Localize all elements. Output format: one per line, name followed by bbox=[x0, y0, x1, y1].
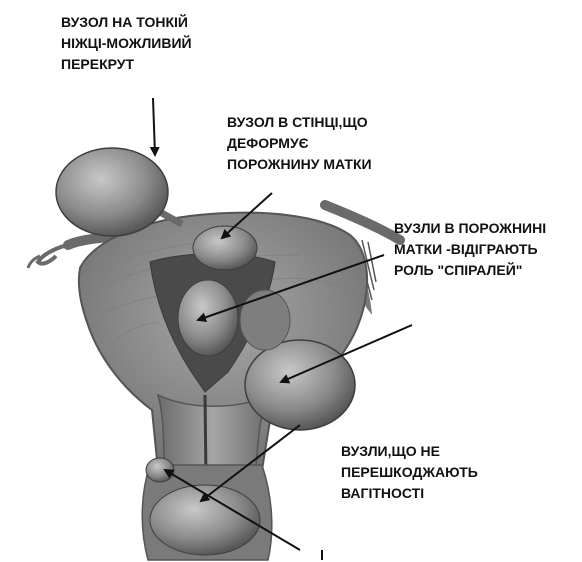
label-pedunculated-node: ВУЗОЛ НА ТОНКІЙ НІЖЦІ-МОЖЛИВИЙ ПЕРЕКРУТ bbox=[61, 12, 192, 75]
pedunculated-node bbox=[56, 148, 168, 236]
label-intramural-node: ВУЗОЛ В СТІНЦІ,ЩО ДЕФОРМУЄ ПОРОЖНИНУ МАТ… bbox=[227, 112, 372, 175]
right-ovary bbox=[240, 290, 290, 350]
intramural-node bbox=[193, 226, 257, 270]
small-cervical-node bbox=[146, 458, 174, 482]
subserous-node bbox=[245, 340, 355, 430]
submucous-node bbox=[178, 280, 238, 356]
arrow-pedunculated bbox=[153, 98, 155, 155]
cervical-node bbox=[150, 485, 260, 555]
label-submucous-nodes: ВУЗЛИ В ПОРОЖНИНІ МАТКИ -ВІДІГРАЮТЬ РОЛЬ… bbox=[394, 218, 546, 281]
label-non-obstructing-nodes: ВУЗЛИ,ЩО НЕ ПЕРЕШКОДЖАЮТЬ ВАГІТНОСТІ bbox=[341, 441, 478, 504]
